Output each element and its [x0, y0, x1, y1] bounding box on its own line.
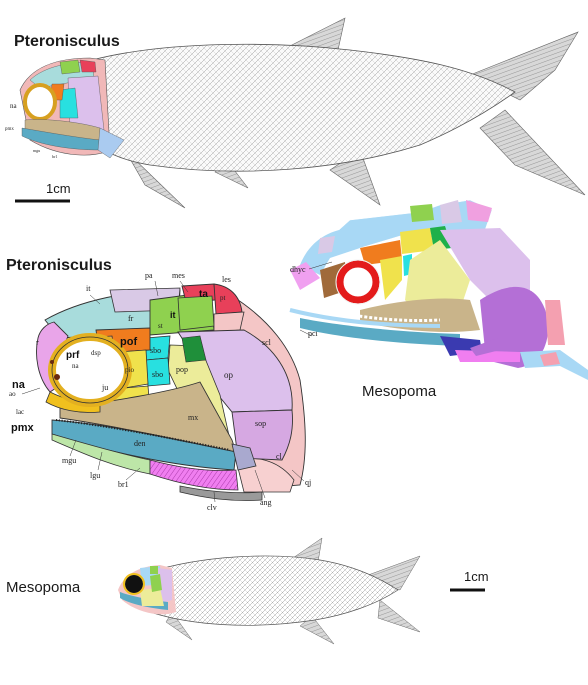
scaled-body	[91, 43, 516, 172]
bone-les	[213, 311, 245, 333]
mesopoma-body	[149, 555, 399, 626]
svg-text:br1: br1	[118, 480, 129, 489]
svg-text:pof: pof	[120, 336, 137, 348]
mesopoma-caudal-lower	[377, 599, 421, 633]
label-dhyc: dhyc	[290, 265, 306, 274]
pteronisculus-small-head: na pmx mgu br1	[5, 57, 125, 159]
svg-text:clv: clv	[207, 503, 217, 512]
svg-text:pop: pop	[176, 365, 188, 374]
svg-text:na: na	[72, 362, 80, 370]
bone-pt	[213, 283, 243, 315]
svg-text:ang: ang	[260, 498, 272, 507]
svg-text:fr: fr	[128, 314, 134, 323]
bone-it	[177, 295, 215, 331]
svg-text:mx: mx	[188, 413, 198, 422]
svg-text:it: it	[86, 284, 91, 293]
tooth-row	[55, 419, 231, 451]
svg-text:pmx: pmx	[11, 422, 35, 434]
svg-text:sbo: sbo	[152, 370, 163, 379]
svg-text:r: r	[36, 338, 39, 347]
svg-text:les: les	[222, 275, 231, 284]
skull-labels: pa mes les it fr ta pt st it r prf pof d…	[9, 271, 319, 512]
svg-text:scl: scl	[262, 338, 272, 347]
svg-text:op: op	[224, 370, 234, 380]
bone-clv	[179, 485, 263, 501]
pectoral-fin	[124, 149, 186, 209]
svg-text:dsp: dsp	[91, 349, 101, 357]
svg-text:pio: pio	[125, 366, 134, 374]
svg-text:na: na	[12, 379, 26, 391]
bone-green-strip	[181, 335, 207, 363]
svg-text:pcl: pcl	[308, 329, 319, 338]
svg-text:it: it	[170, 310, 176, 320]
svg-text:ju: ju	[101, 383, 108, 392]
mesopoma-orbit	[336, 260, 380, 304]
svg-text:pa: pa	[145, 271, 153, 280]
svg-text:pmx: pmx	[5, 127, 14, 132]
bone-br1	[149, 459, 239, 491]
svg-text:lac: lac	[16, 408, 24, 416]
svg-text:mgu: mgu	[62, 456, 76, 465]
svg-text:st: st	[158, 322, 163, 330]
svg-text:den: den	[134, 439, 146, 448]
mesopoma-full-fish: Mesopoma 1cm	[6, 537, 489, 645]
scale-bar-bottom-label: 1cm	[464, 569, 489, 584]
svg-text:pt: pt	[220, 294, 226, 302]
svg-text:br1: br1	[52, 154, 57, 159]
svg-text:lgu: lgu	[90, 471, 100, 480]
pteronisculus-full-fish: na pmx mgu br1 Pteronisculus 1cm	[5, 17, 586, 209]
mesopoma-skull-diagram: dhyc Mesopoma	[289, 199, 588, 400]
title-middle-pteronisculus: Pteronisculus	[6, 257, 112, 274]
svg-text:na: na	[10, 102, 18, 110]
title-top-pteronisculus: Pteronisculus	[14, 33, 120, 50]
caudal-fin-lower	[479, 109, 586, 196]
pteronisculus-skull-diagram: Pteronisculus	[6, 257, 319, 512]
svg-text:mgu: mgu	[33, 148, 40, 153]
svg-text:sop: sop	[255, 419, 266, 428]
svg-text:prf: prf	[66, 350, 80, 361]
mesopoma-small-head	[118, 565, 176, 615]
svg-text:ao: ao	[9, 390, 16, 398]
svg-text:cl: cl	[276, 452, 283, 461]
svg-text:qj: qj	[305, 478, 311, 487]
scale-bar-top-label: 1cm	[46, 181, 71, 196]
title-middle-mesopoma: Mesopoma	[362, 383, 437, 400]
svg-text:mes: mes	[172, 271, 185, 280]
bone-ang	[231, 443, 257, 471]
title-bottom-mesopoma: Mesopoma	[6, 579, 81, 596]
svg-text:ta: ta	[199, 289, 208, 300]
svg-text:sbo: sbo	[150, 346, 161, 355]
